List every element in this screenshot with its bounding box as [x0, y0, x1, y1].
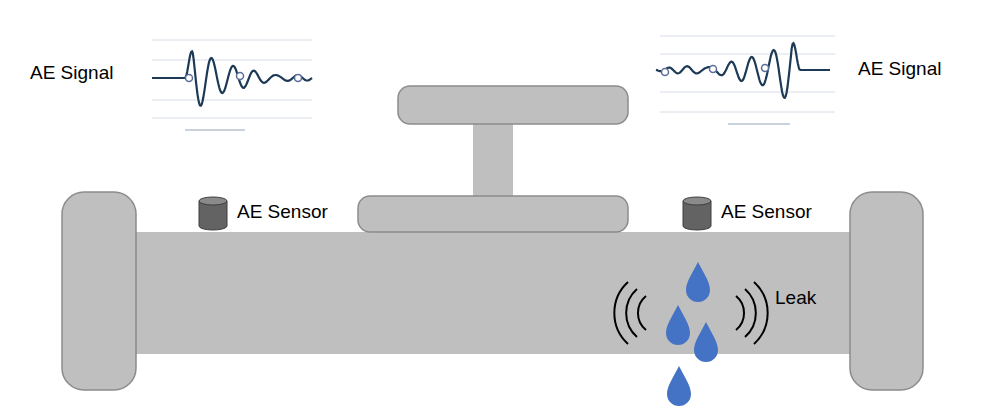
- pipe-body: [120, 232, 872, 354]
- signal-label: AE Signal: [30, 62, 113, 85]
- valve-handle: [398, 86, 628, 124]
- ae-sensor: [683, 197, 711, 230]
- ae-waveform: [656, 43, 830, 98]
- ae-sensor: [199, 197, 227, 230]
- valve-stem: [473, 122, 513, 200]
- sensor-label: AE Sensor: [237, 201, 328, 224]
- leak-label: Leak: [775, 287, 816, 310]
- pipe-flange: [62, 192, 136, 390]
- valve-base: [358, 196, 628, 232]
- pipe-flange: [850, 192, 923, 390]
- sensor-label: AE Sensor: [721, 201, 812, 224]
- signal-label: AE Signal: [858, 58, 941, 81]
- ae-waveform: [152, 51, 312, 105]
- water-drops: [666, 262, 718, 406]
